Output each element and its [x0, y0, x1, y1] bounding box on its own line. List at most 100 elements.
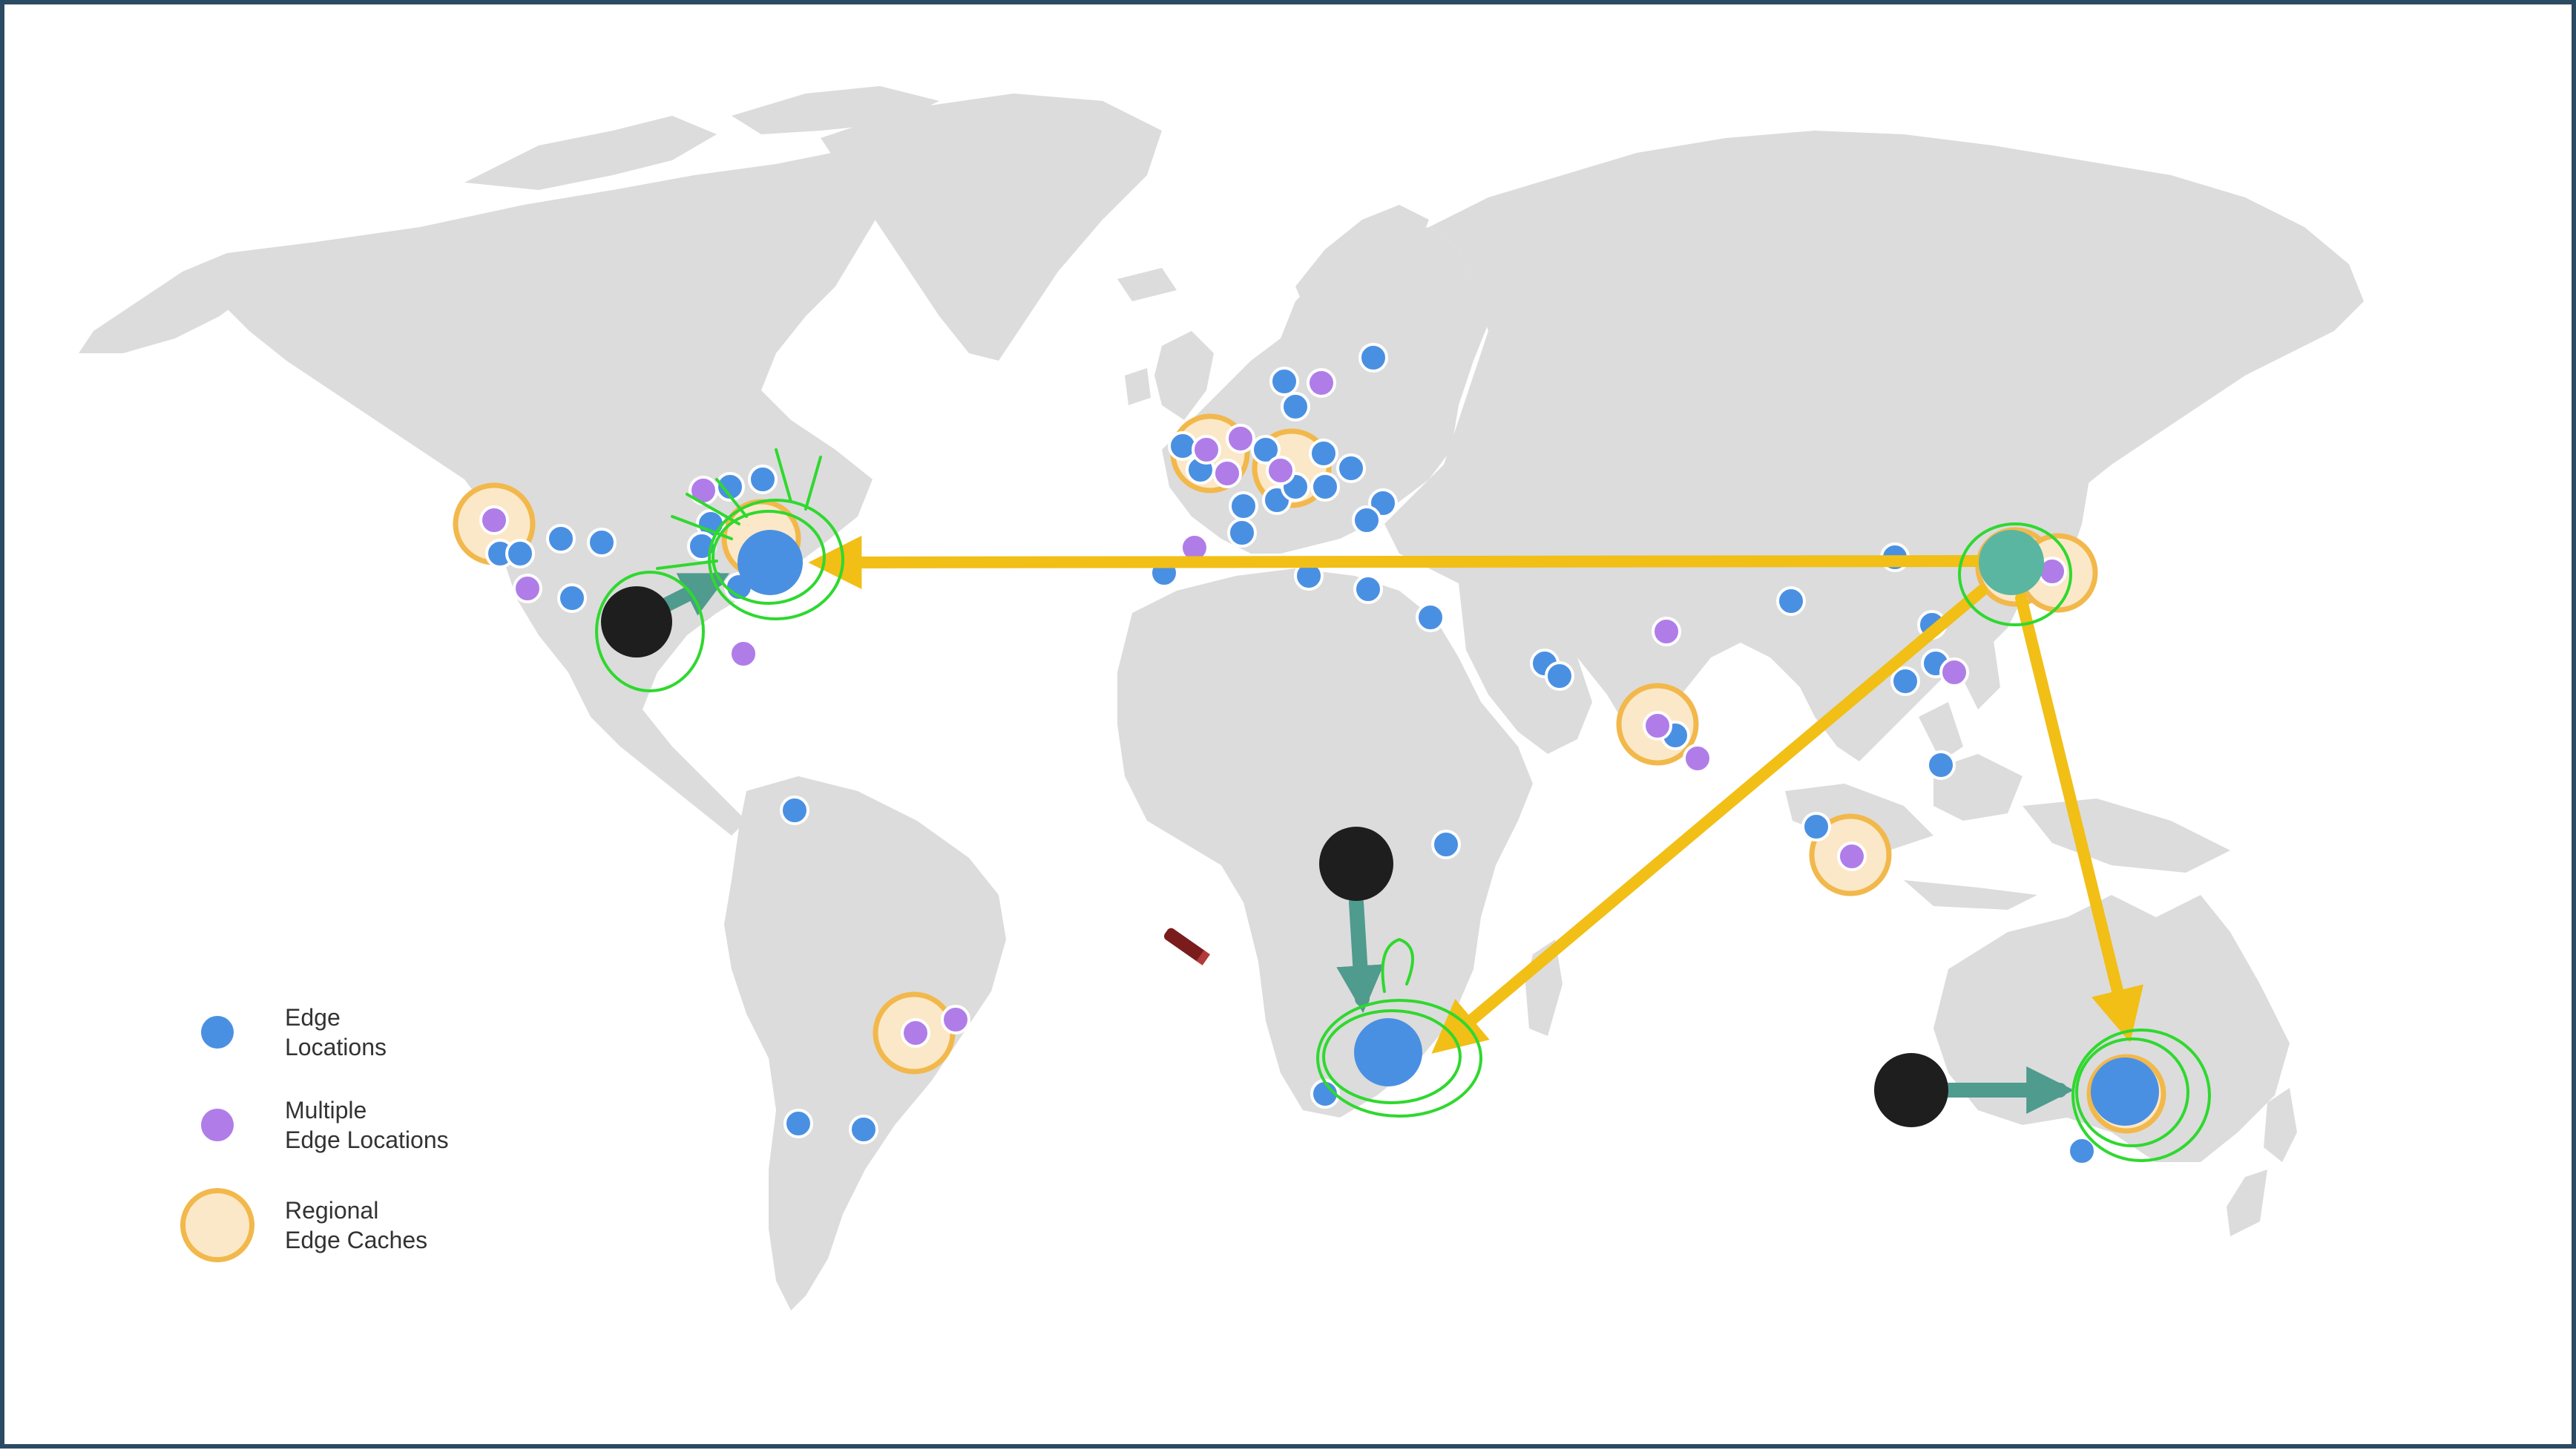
- edge-location-dot: [557, 583, 587, 613]
- active-edge-nodes: [737, 530, 2159, 1126]
- legend-multiple-line2: Edge Locations: [285, 1126, 449, 1153]
- client-node-us: [601, 586, 672, 657]
- south-america-landmass: [724, 776, 1006, 1311]
- purple-dot-icon: [201, 1109, 234, 1141]
- edge-location-dot: [1801, 812, 1831, 842]
- legend-edge-line2: Locations: [285, 1034, 387, 1060]
- edge-location-dot: [587, 528, 617, 557]
- greenland-landmass: [821, 94, 1162, 361]
- edge-location-dot: [1229, 491, 1258, 521]
- multiple-edge-location-dot: [1683, 744, 1712, 773]
- legend-multiple-edge-locations: Multiple Edge Locations: [175, 1084, 591, 1166]
- legend-regional-label: Regional Edge Caches: [285, 1195, 597, 1255]
- edge-location-dot: [1353, 574, 1383, 604]
- iceland-landmass: [1117, 268, 1177, 301]
- orange-ring-icon: [180, 1188, 254, 1262]
- green-annotation-stroke: [2071, 1029, 2211, 1162]
- green-annotation-stroke: [1316, 999, 1482, 1118]
- arctic-islands-landmass: [464, 86, 939, 220]
- legend-edge-label: Edge Locations: [285, 1003, 597, 1062]
- origin-node-tokyo: [1979, 530, 2044, 595]
- edge-node-africa: [1354, 1018, 1422, 1086]
- alaska-landmass: [79, 253, 249, 353]
- edge-location-dot: [849, 1115, 878, 1144]
- southeast-asia-islands-landmass: [1785, 635, 2230, 910]
- edge-location-dot: [780, 796, 809, 825]
- route-tokyo-to-us: [808, 535, 2006, 589]
- green-annotation-stroke: [656, 448, 822, 570]
- edge-location-dot: [1310, 472, 1340, 502]
- green-annotation-stroke: [1958, 522, 2072, 626]
- edge-location-dot: [1251, 435, 1281, 465]
- edge-location-dot: [1776, 586, 1806, 616]
- edge-location-dot: [1926, 750, 1956, 780]
- asia-landmass: [1384, 131, 2364, 761]
- multiple-edge-location-dot: [1939, 657, 1969, 687]
- multiple-edge-location-dot: [901, 1018, 930, 1048]
- scandinavia-landmass: [1295, 205, 1429, 353]
- multiple-edge-location-dot: [1212, 459, 1242, 488]
- arabia-landmass: [1459, 583, 1592, 754]
- edge-location-dot: [546, 524, 576, 554]
- edge-location-dot: [748, 465, 778, 494]
- edge-location-dot: [1890, 666, 1920, 696]
- legend-regional-edge-caches: Regional Edge Caches: [175, 1184, 591, 1266]
- legend-edge-line1: Edge: [285, 1004, 341, 1031]
- edge-location-dot: [1227, 518, 1257, 548]
- edge-location-dot: [1309, 439, 1338, 468]
- edge-location-dot: [1269, 367, 1299, 396]
- edge-location-dot: [1281, 392, 1310, 422]
- edge-location-dot: [1336, 453, 1366, 483]
- multiple-edge-location-dot: [1226, 424, 1255, 453]
- legend-multiple-line1: Multiple: [285, 1097, 367, 1124]
- multiple-edge-location-dot: [513, 574, 542, 603]
- map-legend: Edge Locations Multiple Edge Locations R…: [175, 991, 591, 1303]
- world-map: [79, 86, 2364, 1311]
- multiple-edge-location-dot: [941, 1005, 970, 1034]
- green-annotation-stroke: [1322, 1009, 1462, 1104]
- blue-dot-icon: [201, 1016, 234, 1049]
- multiple-edge-location-dot: [1652, 617, 1681, 646]
- edge-node-us: [737, 530, 803, 595]
- edge-node-australia: [2091, 1057, 2159, 1126]
- route-tokyo-to-south-africa: [1431, 585, 1988, 1054]
- client-arrow-africa: [1336, 895, 1384, 1014]
- edge-location-dot: [1358, 343, 1388, 373]
- edge-location-dot: [1545, 661, 1574, 691]
- british-isles-landmass: [1125, 331, 1214, 420]
- client-node-africa: [1319, 827, 1393, 901]
- legend-regional-line1: Regional: [285, 1197, 379, 1224]
- pen-cursor-icon: [1163, 928, 1211, 965]
- route-tokyo-to-australia: [2015, 592, 2143, 1043]
- edge-location-dot: [2067, 1136, 2097, 1166]
- legend-edge-locations: Edge Locations: [175, 991, 591, 1073]
- legend-regional-line2: Edge Caches: [285, 1227, 428, 1253]
- hand-annotations: [595, 448, 2211, 1162]
- edge-location-dot: [1431, 830, 1461, 859]
- green-annotation-stroke: [712, 510, 826, 605]
- multiple-edge-location-dot: [479, 505, 509, 535]
- new-zealand-landmass: [2227, 1088, 2297, 1236]
- multiple-edge-location-dot: [1192, 435, 1221, 465]
- edge-location-dot: [1352, 505, 1381, 535]
- edge-location-dot: [783, 1109, 813, 1138]
- edge-location-dot: [1168, 431, 1197, 461]
- green-annotation-stroke: [1381, 937, 1414, 993]
- multiple-edge-location-dot: [1837, 842, 1867, 871]
- edge-location-dot: [505, 539, 535, 568]
- green-annotation-stroke: [595, 571, 705, 692]
- legend-multiple-label: Multiple Edge Locations: [285, 1095, 597, 1155]
- origin-routes: [808, 535, 2143, 1054]
- multiple-edge-location-dot: [1266, 456, 1295, 485]
- multiple-edge-location-dot: [1643, 711, 1672, 741]
- north-america-landmass: [220, 127, 1013, 836]
- client-node-australia: [1874, 1053, 1948, 1127]
- multiple-edge-location-dot: [1307, 368, 1336, 398]
- edge-location-dot: [1416, 603, 1445, 632]
- green-annotation-stroke: [708, 499, 844, 620]
- client-nodes: [601, 586, 1948, 1127]
- green-annotation-stroke: [2075, 1037, 2189, 1147]
- multiple-edge-location-dot: [729, 639, 758, 669]
- africa-landmass: [1117, 568, 1533, 1118]
